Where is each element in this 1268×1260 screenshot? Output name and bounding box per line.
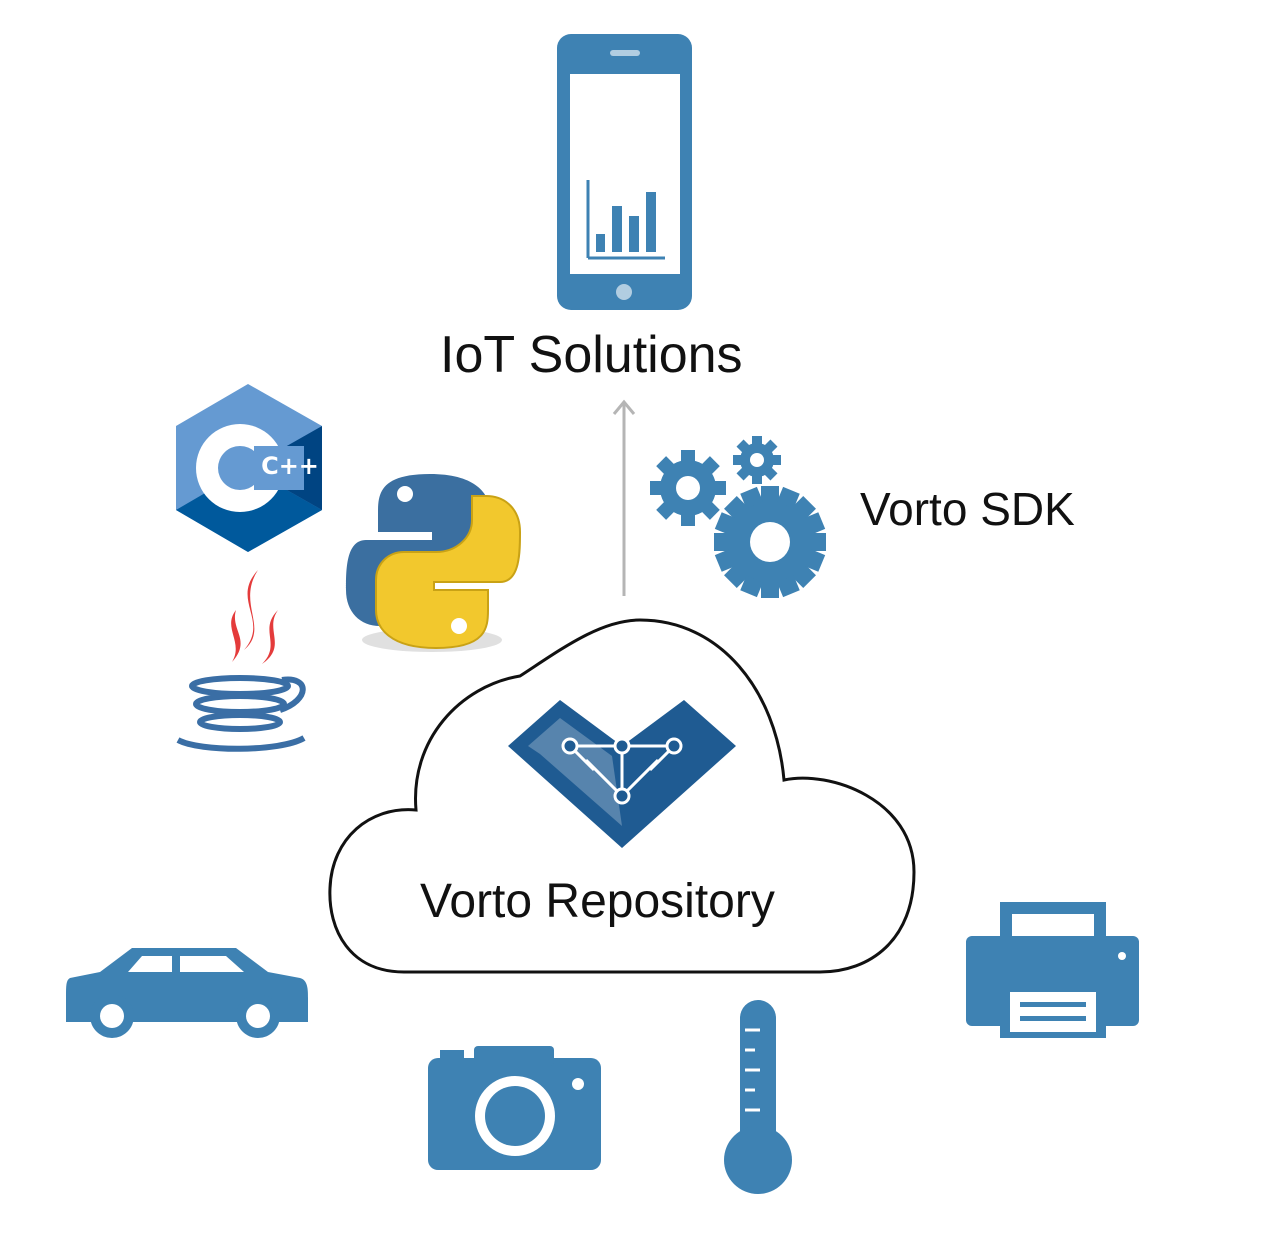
camera-icon bbox=[428, 1046, 601, 1170]
gears-icon bbox=[650, 436, 826, 598]
cpp-logo-icon: C++ bbox=[176, 384, 322, 552]
printer-icon bbox=[966, 902, 1139, 1038]
cpp-logo-text: C++ bbox=[261, 452, 319, 480]
vorto-repository-label: Vorto Repository bbox=[420, 875, 775, 928]
vorto-sdk-label: Vorto SDK bbox=[860, 483, 1075, 535]
python-logo-icon bbox=[346, 474, 522, 652]
thermometer-icon bbox=[724, 1000, 792, 1194]
arrow-up-icon bbox=[612, 399, 636, 596]
smartphone-chart-icon bbox=[557, 34, 692, 310]
iot-solutions-label: IoT Solutions bbox=[440, 326, 743, 384]
vorto-logo-icon bbox=[508, 700, 736, 848]
car-icon bbox=[66, 948, 308, 1038]
java-logo-icon bbox=[176, 570, 306, 752]
